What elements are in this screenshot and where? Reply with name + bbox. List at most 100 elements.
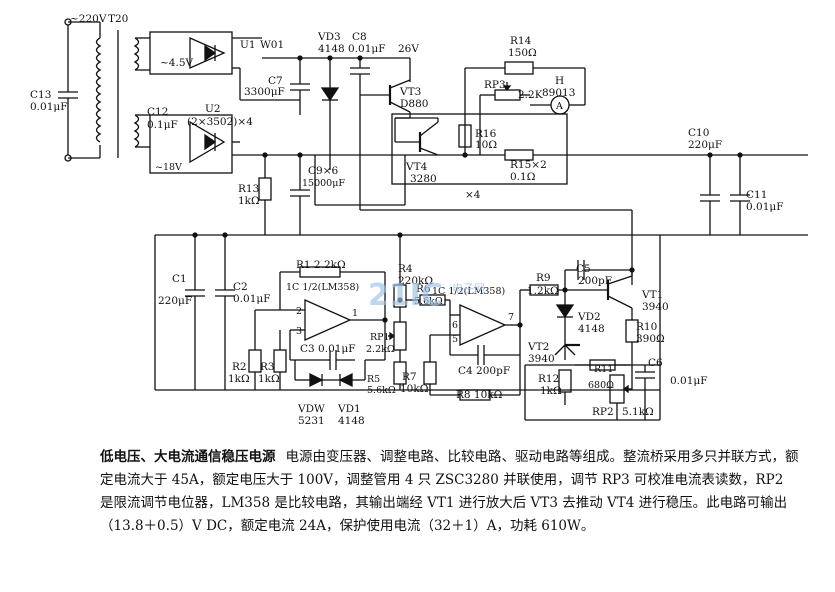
caption: 低电压、大电流通信稳压电源电源由变压器、调整电路、比较电路、驱动电路等组成。整流… <box>100 446 800 538</box>
label-rp2v: 5.1kΩ <box>622 406 654 418</box>
label-vd1: VD1 <box>337 403 361 415</box>
label-w01: W01 <box>260 39 284 51</box>
label-r6: R6 <box>416 283 431 295</box>
label-r5: R5 <box>367 374 380 385</box>
label-vdwv: 5231 <box>298 415 325 427</box>
driver-stage <box>520 260 639 390</box>
caption-title: 低电压、大电流通信稳压电源 <box>100 449 276 465</box>
label-vd2: VD2 <box>577 311 601 323</box>
label-pin6: 6 <box>452 320 458 331</box>
label-r3: R3 <box>260 361 275 373</box>
label-u2: U2 <box>205 103 221 115</box>
label-c10v: 220μF <box>688 139 722 151</box>
label-r10: R10 <box>636 321 657 333</box>
label-r1: R1 2.2kΩ <box>296 259 346 271</box>
opamp-ic1a <box>248 266 386 390</box>
label-vt2: VT2 <box>527 341 549 353</box>
label-t20: T20 <box>108 13 128 25</box>
label-c13: C13 <box>30 89 51 101</box>
label-u2v: (2×3502)×4 <box>187 116 253 128</box>
label-vd3: VD3 <box>317 31 341 43</box>
transistor-vt4 <box>391 113 568 185</box>
label-r7: R7 <box>402 371 417 383</box>
label-c7v: 3300μF <box>244 86 285 98</box>
label-r13v: 1kΩ <box>238 195 260 207</box>
label-vd2v: 4148 <box>578 323 605 335</box>
label-x4: ×4 <box>465 189 481 201</box>
output-capacitors <box>155 155 808 236</box>
label-c1v: 220μF <box>158 295 192 307</box>
label-u1: U1 <box>240 39 256 51</box>
bridge-u1 <box>149 31 262 75</box>
watermark-logo: 21IC <box>368 278 443 313</box>
label-c9v: 15000μF <box>302 178 345 189</box>
label-vt2v: 3940 <box>528 353 555 365</box>
label-c9: C9×6 <box>308 165 339 177</box>
label-r11: R11 <box>594 364 613 375</box>
transformer-t20 <box>64 18 150 162</box>
protection-stage <box>524 335 660 420</box>
label-c5v: 200pF <box>578 275 612 287</box>
label-r5v: 5.6kΩ <box>367 385 396 396</box>
label-c13v: 0.01μF <box>30 101 68 113</box>
label-r16: R16 <box>475 128 497 140</box>
label-vt4v: 3280 <box>410 173 437 185</box>
label-rp3v: 2.2K <box>518 89 543 101</box>
bridge-u2 <box>149 114 233 174</box>
label-r9: R9 <box>536 272 551 284</box>
label-r12v: 1kΩ <box>540 385 562 397</box>
label-c7: C7 <box>268 75 283 87</box>
label-pin1: 1 <box>352 308 358 319</box>
label-c2: C2 <box>233 281 248 293</box>
label-rp1v: 2.2kΩ <box>366 344 395 355</box>
watermark-sub: 电子网 <box>452 282 485 295</box>
label-vt1v: 3940 <box>642 301 669 313</box>
label-c11v: 0.01μF <box>746 201 784 213</box>
label-r14v: 150Ω <box>508 47 537 59</box>
label-vdw: VDW <box>297 403 325 415</box>
label-r8: R8 10kΩ <box>456 389 503 401</box>
label-r2: R2 <box>232 361 247 373</box>
label-pin7: 7 <box>508 312 514 323</box>
label-vt1: VT1 <box>641 289 663 301</box>
label-r6v: 5.6kΩ <box>414 296 443 307</box>
label-rp3: RP3 <box>484 79 506 91</box>
label-r11v: 680Ω <box>588 380 614 391</box>
junction-dots <box>192 55 743 328</box>
label-vd3v: 4148 <box>318 43 345 55</box>
label-ac-in: ~220V <box>70 13 107 25</box>
label-r15v: 0.1Ω <box>510 171 536 183</box>
label-pin3: 3 <box>296 326 302 337</box>
label-ammeter: A <box>555 101 563 112</box>
label-ic1a: 1C 1/2(LM358) <box>286 282 359 293</box>
label-r15: R15×2 <box>510 159 547 171</box>
meter-network <box>458 61 586 155</box>
label-c2v: 0.01μF <box>233 293 271 305</box>
label-r7v: 10kΩ <box>400 383 429 395</box>
label-pin5: 5 <box>452 334 458 345</box>
label-c6: C6 <box>648 357 663 369</box>
label-r4v: 220kΩ <box>398 275 433 287</box>
label-r4: R4 <box>398 263 413 275</box>
label-c5: C5 <box>576 263 591 275</box>
label-c4: C4 200pF <box>458 365 510 377</box>
label-r12: R12 <box>538 373 559 385</box>
label-c12: C12 <box>147 106 168 118</box>
label-vt3: VT3 <box>399 86 421 98</box>
circuit-schematic: ~220V T20 C13 0.01μF ~4.5V U1 W01 C12 0.… <box>30 13 808 427</box>
label-v26: 26V <box>398 43 419 55</box>
divider-network <box>388 235 450 390</box>
label-h: H <box>555 75 564 87</box>
label-c11: C11 <box>746 189 767 201</box>
label-ic1b: 1C 1/2(LM358) <box>432 286 505 297</box>
label-pin2: 2 <box>296 306 302 317</box>
label-ac45: ~4.5V <box>160 57 193 69</box>
label-r3v: 1kΩ <box>258 373 280 385</box>
label-hv: 89013 <box>542 87 575 99</box>
label-c6v: 0.01μF <box>670 375 708 387</box>
label-c8v: 0.01μF <box>348 43 386 55</box>
label-c8: C8 <box>352 31 367 43</box>
label-r16v: 10Ω <box>475 139 497 151</box>
upper-rails <box>239 57 411 210</box>
label-vt3v: D880 <box>400 98 428 110</box>
